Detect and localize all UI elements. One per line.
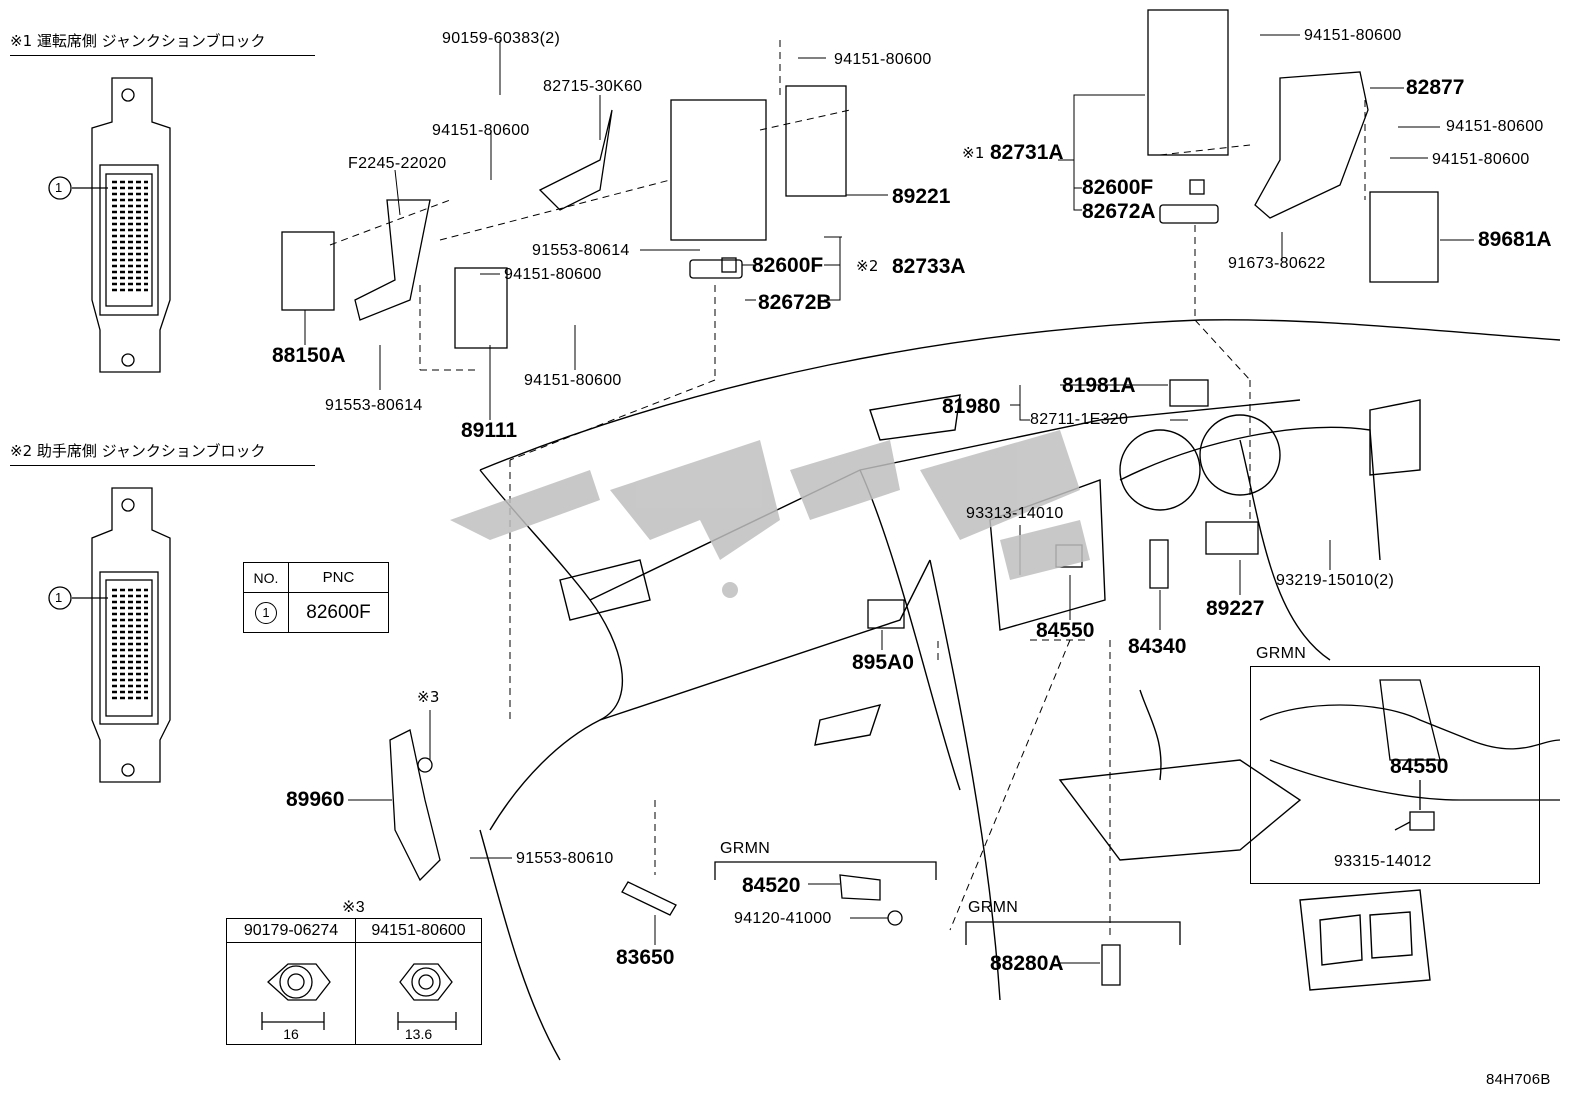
part-label-88280A: 88280A <box>990 952 1064 975</box>
callout-number-1-b: 1 <box>55 590 63 605</box>
bracket-82877-drawing <box>1254 71 1369 219</box>
pnc-table-header-pnc: PNC <box>288 562 389 593</box>
part-label-89681A: 89681A <box>1478 228 1552 251</box>
passenger-junction-block-heading: ※2 助手席側 ジャンクションブロック <box>10 440 315 466</box>
module-89681A-drawing <box>1369 191 1439 283</box>
part-label-82715-30K60: 82715-30K60 <box>543 78 643 95</box>
cover-82672A-drawing <box>1159 204 1219 224</box>
part-label-94151-80600-d: 94151-80600 <box>1304 27 1402 44</box>
part-label-94120-41000: 94120-41000 <box>734 910 832 927</box>
part-label-91673-80622: 91673-80622 <box>1228 255 1326 272</box>
module-88150A-drawing <box>281 231 335 311</box>
callout-circle-1 <box>48 176 72 200</box>
nut-table-col2: 94151-80600 <box>355 918 482 943</box>
part-label-91553-80614-a: 91553-80614 <box>532 242 630 259</box>
part-label-90159-60383: 90159-60383(2) <box>442 30 561 47</box>
part-label-93313-14010: 93313-14010 <box>966 505 1064 522</box>
part-label-93219-15010: 93219-15010(2) <box>1276 572 1395 589</box>
part-label-83650: 83650 <box>616 946 675 969</box>
nut-dim-1: 16 <box>226 942 356 1045</box>
dashboard-drawing <box>479 319 1561 1061</box>
relay-89227-drawing <box>1205 521 1259 555</box>
part-label-91553-80614-b: 91553-80614 <box>325 397 423 414</box>
part-label-89111: 89111 <box>461 419 518 442</box>
part-label-89221: 89221 <box>892 185 951 208</box>
part-label-94151-80600-top: 94151-80600 <box>834 51 932 68</box>
part-label-82711-1E320: 82711-1E320 <box>1030 411 1129 428</box>
part-label-82877: 82877 <box>1406 76 1465 99</box>
part-label-89227: 89227 <box>1206 597 1265 620</box>
switch-84340-drawing <box>1149 539 1169 589</box>
part-label-F2245-22020: F2245-22020 <box>348 155 447 172</box>
part-label-82600F-b: 82600F <box>1082 176 1154 199</box>
part-label-94151-80600-e: 94151-80600 <box>1446 118 1544 135</box>
part-label-82733A: 82733A <box>892 255 966 278</box>
pnc-table-cell-pnc: 82600F <box>288 592 389 633</box>
diagram-reference-code: 84H706B <box>1486 1071 1551 1088</box>
sensor-88280A-drawing <box>1101 944 1121 986</box>
part-label-81980: 81980 <box>942 395 1001 418</box>
sensor-895A0-drawing <box>867 599 905 629</box>
module-89221-drawing <box>785 85 847 197</box>
nut-table-col1: 90179-06274 <box>226 918 356 943</box>
cover-82672B-drawing <box>689 259 743 279</box>
part-label-84550: 84550 <box>1036 619 1095 642</box>
mark-2: ※2 <box>856 257 879 275</box>
grmn-label-c: GRMN <box>1256 645 1307 662</box>
part-label-94151-80600: 94151-80600 <box>432 122 530 139</box>
part-label-84550-inset: 84550 <box>1390 755 1449 778</box>
pnc-row-number: 1 <box>255 601 277 624</box>
junction-block-82731A-drawing <box>1147 9 1229 156</box>
driver-junction-block-drawing <box>91 77 171 373</box>
mark-3: ※3 <box>417 688 440 706</box>
grmn-inset-drawing <box>1259 679 1561 831</box>
bracket-82715-drawing <box>538 109 613 211</box>
mark-1: ※1 <box>962 144 985 162</box>
part-label-94151-80600-f: 94151-80600 <box>1432 151 1530 168</box>
part-label-82672B: 82672B <box>758 291 832 314</box>
nut-table-mark: ※3 <box>342 899 365 916</box>
grmn-label-a: GRMN <box>720 840 771 857</box>
nut-table: 90179-06274 94151-80600 16 13.6 <box>226 918 482 1045</box>
junction-block-82733A-drawing <box>670 99 767 241</box>
part-label-81981A: 81981A <box>1062 374 1136 397</box>
part-label-88150A: 88150A <box>272 344 346 367</box>
grmn-inset-frame <box>1250 666 1540 884</box>
part-label-84520: 84520 <box>742 874 801 897</box>
nut-dim-2: 13.6 <box>355 942 482 1045</box>
part-label-94151-80600-c: 94151-80600 <box>524 372 622 389</box>
sensor-84520-drawing <box>839 874 881 901</box>
part-label-94151-80600-b: 94151-80600 <box>504 266 602 283</box>
part-label-82731A: 82731A <box>990 141 1064 164</box>
module-89111-drawing <box>454 267 508 349</box>
relay-81981A-drawing <box>1169 379 1209 407</box>
driver-junction-block-heading: ※1 運転席側 ジャンクションブロック <box>10 30 315 56</box>
sensor-83650-drawing <box>621 881 677 916</box>
part-label-93315-14012: 93315-14012 <box>1334 853 1432 870</box>
part-label-82600F-a: 82600F <box>752 254 824 277</box>
part-label-84340: 84340 <box>1128 635 1187 658</box>
sensor-89960-drawing <box>389 729 441 882</box>
part-label-895A0: 895A0 <box>852 651 914 674</box>
part-label-89960: 89960 <box>286 788 345 811</box>
part-label-91553-80610: 91553-80610 <box>516 850 614 867</box>
pnc-table-header-no: NO. <box>243 562 289 593</box>
grmn-label-b: GRMN <box>968 899 1019 916</box>
callout-number-1: 1 <box>55 180 63 195</box>
passenger-junction-block-drawing <box>91 487 171 783</box>
pnc-table-cell-no: 1 <box>243 592 289 633</box>
part-label-82672A: 82672A <box>1082 200 1156 223</box>
pnc-table: NO. PNC 1 82600F <box>243 562 389 633</box>
bracket-F2245-drawing <box>354 199 431 321</box>
watermark <box>450 430 1090 598</box>
